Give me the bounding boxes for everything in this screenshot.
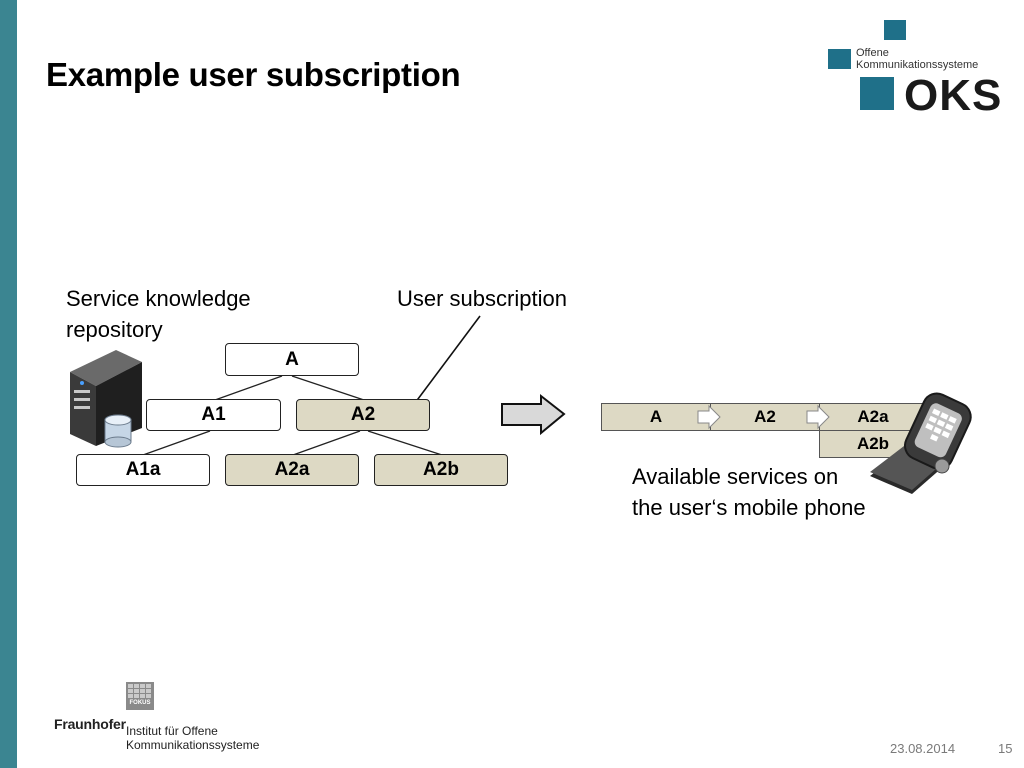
edge-a1-a1a: [142, 430, 211, 456]
oks-logo: Offene Kommunikationssysteme OKS: [828, 18, 1008, 118]
logo-line1: Offene: [856, 47, 889, 59]
tree-node-a1a: A1a: [76, 454, 210, 486]
edge-a2-a2a: [292, 430, 361, 456]
server-icon: [70, 350, 142, 448]
logo-square-left: [828, 49, 851, 69]
left-accent-bar: [0, 0, 17, 768]
logo-line2: Kommunikationssysteme: [856, 59, 979, 71]
tree-node-a2b: A2b: [374, 454, 508, 486]
available-label-line1: Available services on: [632, 464, 839, 489]
fokus-badge-icon: FOKUS: [126, 682, 154, 710]
repository-label-line1: Service knowledge: [66, 286, 251, 311]
bar-arrow-2: [806, 404, 830, 430]
edge-a-a2: [291, 375, 365, 401]
institute-line2: Kommunikationssysteme: [126, 738, 260, 752]
tree-node-a2a: A2a: [225, 454, 359, 486]
subscription-pointer-line: [411, 315, 481, 408]
tree-node-a2: A2: [296, 399, 430, 431]
edge-a2-a2b: [367, 430, 443, 456]
logo-square-big: [860, 77, 894, 110]
tree-node-a: A: [225, 343, 359, 376]
institute-line1: Institut für Offene: [126, 724, 218, 738]
fokus-badge-text: FOKUS: [129, 700, 151, 706]
tree-node-a1: A1: [146, 399, 281, 431]
subscription-label: User subscription: [397, 286, 567, 311]
available-cell-a: A: [601, 403, 711, 431]
bar-arrow-1: [697, 404, 721, 430]
mobile-phone-icon: [870, 392, 972, 494]
available-label-line2: the user‘s mobile phone: [632, 495, 866, 520]
edge-a-a1: [214, 375, 283, 401]
slide-date: 23.08.2014: [890, 741, 956, 756]
transition-arrow: [501, 393, 566, 436]
repository-label-line2: repository: [66, 317, 163, 342]
slide-title: Example user subscription: [46, 56, 461, 93]
logo-square-top: [884, 20, 906, 40]
fraunhofer-wordmark: Fraunhofer: [54, 716, 126, 732]
logo-wordmark: OKS: [904, 71, 1003, 120]
slide-number: 15: [998, 741, 1013, 756]
available-cell-a2: A2: [710, 403, 820, 431]
